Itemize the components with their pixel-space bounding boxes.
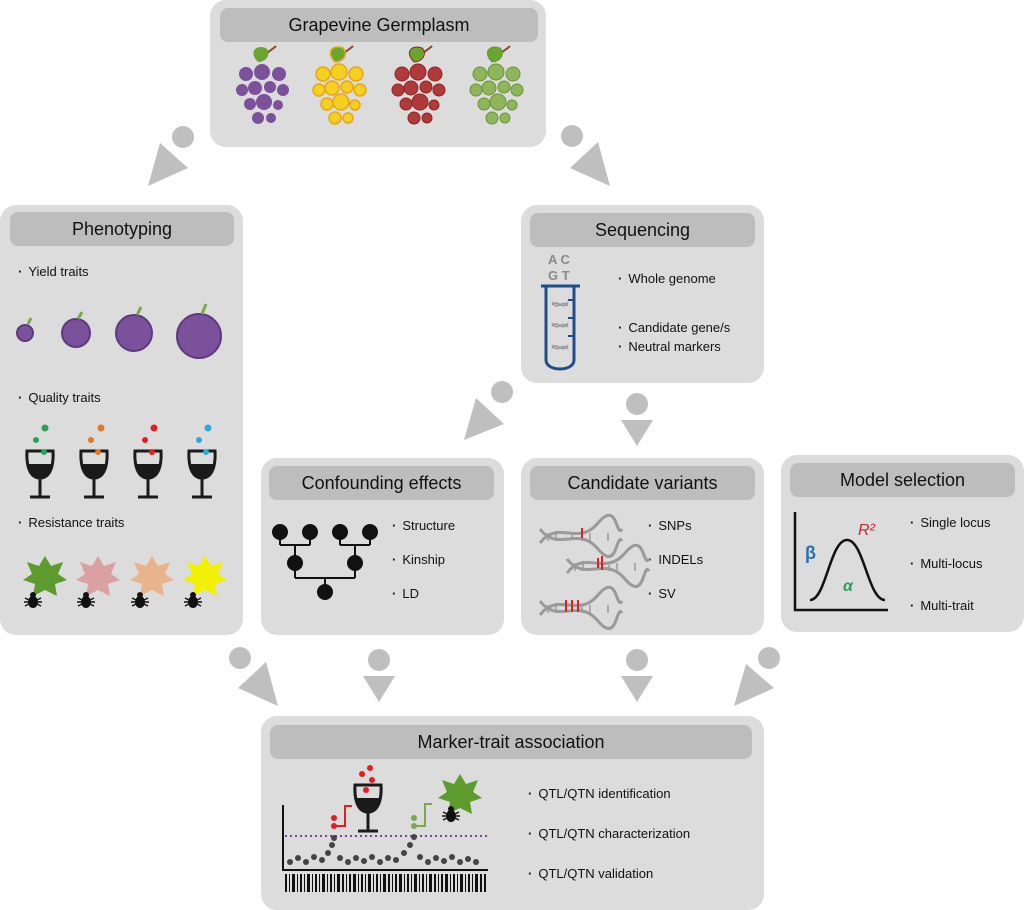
- arrow-conf-to-assoc: [363, 649, 395, 702]
- seq-bases-top: A C: [548, 252, 570, 267]
- var-item-snps: SNPs: [648, 518, 691, 533]
- barcode-icon: [285, 874, 486, 892]
- var-item-sv: SV: [648, 586, 675, 601]
- grape-green-icon: [469, 45, 524, 125]
- conf-item-ld: LD: [392, 586, 419, 601]
- model-title: Model selection: [790, 463, 1015, 497]
- quality-traits-label: Quality traits: [18, 390, 100, 405]
- beta-symbol: β: [805, 543, 816, 563]
- dendrogram-icon: [272, 524, 378, 600]
- arrow-to-variants: [621, 393, 653, 446]
- seq-item-neutral-markers: Neutral markers: [618, 339, 720, 354]
- arrow-to-phenotyping: [148, 126, 194, 186]
- germplasm-title: Grapevine Germplasm: [220, 8, 538, 42]
- distribution-plot-icon: [793, 512, 888, 612]
- test-tube-icon: [541, 284, 580, 371]
- berry-icons: [16, 313, 222, 359]
- leaf-icons: [23, 556, 227, 596]
- assoc-item-characterization: QTL/QTN characterization: [528, 826, 690, 841]
- sequencing-title: Sequencing: [530, 213, 755, 247]
- grape-red-icon: [391, 45, 446, 125]
- association-title: Marker-trait association: [270, 725, 752, 759]
- insect-icons: [23, 591, 203, 609]
- alpha-symbol: α: [843, 578, 853, 595]
- wine-glass-icons: [25, 449, 217, 499]
- model-item-single-locus: Single locus: [910, 515, 990, 530]
- conf-item-kinship: Kinship: [392, 552, 445, 567]
- arrow-to-confounding: [464, 381, 513, 440]
- seq-item-whole-genome: Whole genome: [618, 271, 715, 286]
- variant-marks: [565, 528, 603, 612]
- grape-yellow-icon: [312, 45, 367, 125]
- arrow-model-to-assoc: [734, 647, 780, 706]
- seq-bases-bottom: G T: [548, 268, 570, 283]
- var-item-indels: INDELs: [648, 552, 703, 567]
- dna-icons: [538, 513, 651, 631]
- assoc-item-identification: QTL/QTN identification: [528, 786, 670, 801]
- model-item-multi-trait: Multi-trait: [910, 598, 973, 613]
- model-item-multi-locus: Multi-locus: [910, 556, 982, 571]
- grape-purple-icon: [235, 45, 290, 125]
- seq-item-candidate-genes: Candidate gene/s: [618, 320, 730, 335]
- yield-traits-label: Yield traits: [18, 264, 88, 279]
- arrow-var-to-assoc: [621, 649, 653, 702]
- manhattan-plot-icon: [282, 765, 488, 871]
- confounding-title: Confounding effects: [269, 466, 494, 500]
- resistance-traits-label: Resistance traits: [18, 515, 124, 530]
- aroma-dots: [33, 424, 212, 455]
- variants-title: Candidate variants: [530, 466, 755, 500]
- assoc-item-validation: QTL/QTN validation: [528, 866, 653, 881]
- arrow-to-sequencing: [561, 125, 610, 186]
- arrow-pheno-to-assoc: [229, 647, 278, 706]
- phenotyping-title: Phenotyping: [10, 212, 234, 246]
- conf-item-structure: Structure: [392, 518, 455, 533]
- r2-symbol: R²: [858, 522, 875, 539]
